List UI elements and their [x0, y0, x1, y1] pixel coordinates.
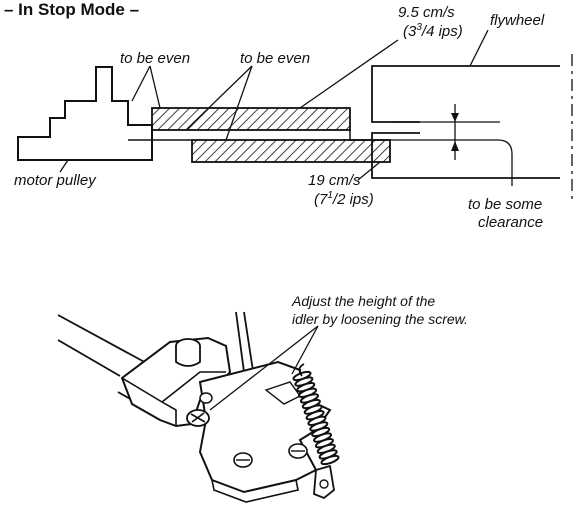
clearance-label-line-2: clearance: [478, 214, 544, 231]
base-plate-edge: [211, 479, 299, 503]
leader-adjust-plate: [291, 325, 319, 375]
speed-fast-ips-label: (71/2 ips): [314, 190, 374, 208]
spring-tab-hole: [319, 479, 329, 489]
idler-bracket-edge: [121, 371, 226, 426]
idler-upper-section: [151, 107, 351, 131]
leader-flywheel: [469, 29, 489, 67]
flywheel-label: flywheel: [490, 12, 545, 29]
to-be-even-label-2: to be even: [240, 50, 311, 67]
clearance-arrow-up: [451, 141, 459, 151]
plate-screw-2: [288, 443, 308, 459]
clearance-line-lower: [390, 139, 513, 186]
rod-line-2: [57, 339, 121, 377]
leader-speed-fast: [357, 161, 381, 181]
leader-motor-pulley: [59, 159, 69, 173]
leader-to-be-even-2b: [225, 65, 253, 141]
clearance-label-line-1: to be some: [468, 196, 543, 213]
idler-post-side: [175, 346, 201, 367]
motor-pulley-outline: [17, 66, 153, 161]
plate-screw-1: [233, 452, 253, 468]
leader-to-be-even-1a: [131, 65, 151, 102]
leader-to-be-even-1b: [149, 65, 161, 109]
motor-pulley-label: motor pulley: [14, 172, 96, 189]
adjust-note-line-1: Adjust the height of the: [292, 293, 436, 309]
leader-adjust-screw: [209, 325, 319, 411]
clearance-arrow-down: [451, 113, 459, 122]
speed-slow-ips-label: (33/4 ips): [403, 22, 463, 40]
leader-to-be-even-2a: [185, 65, 253, 131]
idler-lower-section: [191, 139, 391, 163]
idler-body-outline: [128, 124, 390, 141]
adjust-note-line-2: idler by loosening the screw.: [292, 311, 468, 327]
rod-line-1: [57, 314, 151, 366]
speed-slow-label: 9.5 cm/s: [398, 4, 455, 21]
tension-spring: [292, 363, 340, 466]
speed-fast-label: 19 cm/s: [308, 172, 361, 189]
to-be-even-label-1: to be even: [120, 50, 191, 67]
adjustment-screw: [186, 392, 213, 427]
diagram-title: – In Stop Mode –: [4, 0, 140, 19]
leader-speed-slow: [299, 39, 399, 109]
